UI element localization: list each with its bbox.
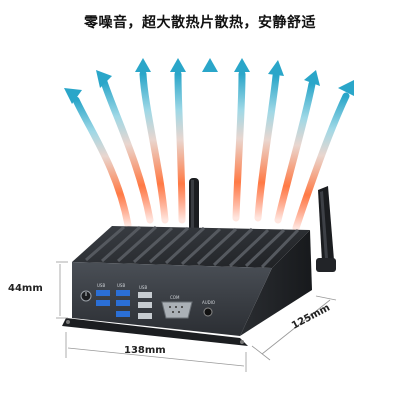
port-label: COM [170, 295, 180, 300]
heat-arrow-icon [254, 60, 284, 222]
dimension-lines [56, 261, 337, 372]
usb3-port-icon [96, 290, 110, 306]
heat-arrow-icon [232, 58, 250, 222]
heat-arrow-icon [170, 58, 186, 224]
heat-arrow-icon [96, 70, 154, 224]
heat-arrow-icon [135, 58, 169, 224]
com-port-icon [161, 301, 193, 319]
usb3-port-icon [116, 290, 130, 317]
heat-arrows [64, 58, 354, 232]
heat-arrow-icon [64, 88, 132, 229]
audio-jack-icon [203, 307, 213, 317]
heat-arrow-icon [274, 70, 320, 224]
usb2-port-icon [138, 292, 152, 319]
width-dimension-label: 138mm [124, 345, 166, 356]
heat-arrow-icon [292, 80, 354, 232]
heat-arrow-icon [202, 58, 218, 222]
port-label: USB [97, 283, 105, 288]
port-label: USB [117, 283, 125, 288]
antenna-icon [316, 186, 336, 272]
port-label: AUDIO [202, 300, 215, 305]
power-button-icon [80, 290, 92, 302]
mini-pc-chassis [62, 225, 312, 346]
front-panel: USB USB USB COM AUDIO [80, 283, 215, 319]
height-dimension-label: 44mm [8, 283, 43, 294]
port-label: USB [139, 285, 147, 290]
headline: 零噪音，超大散热片散热，安静舒适 [84, 15, 316, 31]
